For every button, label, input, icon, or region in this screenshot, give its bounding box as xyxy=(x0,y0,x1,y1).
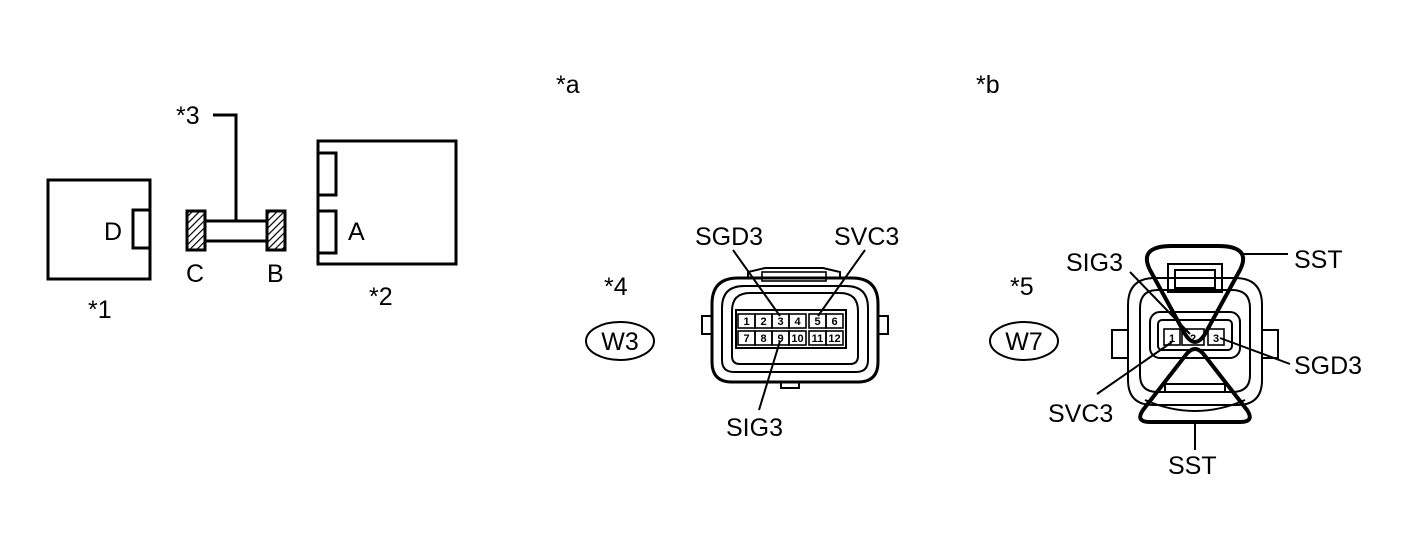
terminal-b-block xyxy=(265,209,287,252)
w3-pin-grid: 1 2 3 4 5 6 7 8 9 10 11 12 xyxy=(737,313,844,346)
sgd3-leader-line xyxy=(732,249,781,317)
w3-pin: 11 xyxy=(812,333,824,345)
sig3-label-a: SIG3 xyxy=(726,414,783,442)
sst-label-bottom: SST xyxy=(1168,452,1217,480)
sig3-label-b: SIG3 xyxy=(1066,249,1123,277)
sgd3-leader-line-b xyxy=(1219,337,1291,365)
w7-pin: 1 xyxy=(1169,333,1175,345)
w3-pin: 12 xyxy=(828,333,840,345)
terminal-d-label: D xyxy=(104,218,122,246)
svc3-leader-line xyxy=(817,249,866,317)
connector-code-badge-w3 xyxy=(585,321,655,361)
sig3-leader-line xyxy=(758,340,781,411)
view-b: *b *5 W7 1 2 3 xyxy=(976,71,1362,480)
component-2: A *2 xyxy=(316,139,458,311)
component-3-marker: *3 xyxy=(176,102,200,130)
w3-pin: 10 xyxy=(791,333,803,345)
terminal-a-label: A xyxy=(348,218,365,246)
w3-pin: 5 xyxy=(814,316,820,328)
connector-code-w7: W7 xyxy=(1005,328,1043,356)
w3-pin: 6 xyxy=(831,316,837,328)
w3-pin: 2 xyxy=(760,316,766,328)
sgd3-label-b: SGD3 xyxy=(1294,352,1362,380)
sst-hourglass-outline xyxy=(1138,244,1252,424)
w3-pin: 3 xyxy=(777,316,783,328)
connector-5-marker: *5 xyxy=(1010,273,1034,301)
component-1-marker: *1 xyxy=(88,296,112,324)
sig3-leader-line-b xyxy=(1129,271,1191,335)
component-1: D *1 xyxy=(46,178,152,324)
terminal-c-label: C xyxy=(186,260,204,288)
w3-pin: 4 xyxy=(794,316,801,328)
connector-code-badge-w7 xyxy=(989,321,1059,361)
component-2-marker: *2 xyxy=(369,283,393,311)
terminal-b-label: B xyxy=(267,260,284,288)
svc3-leader-line-b xyxy=(1096,341,1173,395)
connector-4-marker: *4 xyxy=(604,273,628,301)
w3-pin: 8 xyxy=(760,333,766,345)
w3-pin: 7 xyxy=(743,333,749,345)
w7-pin: 3 xyxy=(1213,333,1219,345)
sgd3-label-a: SGD3 xyxy=(695,223,763,251)
w3-pin: 9 xyxy=(777,333,783,345)
terminal-c-block xyxy=(185,209,207,252)
sst-label-top: SST xyxy=(1294,246,1343,274)
w7-pin: 2 xyxy=(1190,333,1196,345)
view-b-marker: *b xyxy=(976,71,1000,99)
w3-pin: 1 xyxy=(743,316,749,328)
w3-connector-housing: 1 2 3 4 5 6 7 8 9 10 11 12 xyxy=(701,267,889,389)
view-a-marker: *a xyxy=(556,71,580,99)
view-a: *a *4 W3 xyxy=(556,71,899,442)
svc3-label-a: SVC3 xyxy=(834,223,899,251)
connector-code-w3: W3 xyxy=(601,328,639,356)
component-3-jumper: *3 C B xyxy=(176,102,287,288)
svc3-label-b: SVC3 xyxy=(1048,400,1113,428)
